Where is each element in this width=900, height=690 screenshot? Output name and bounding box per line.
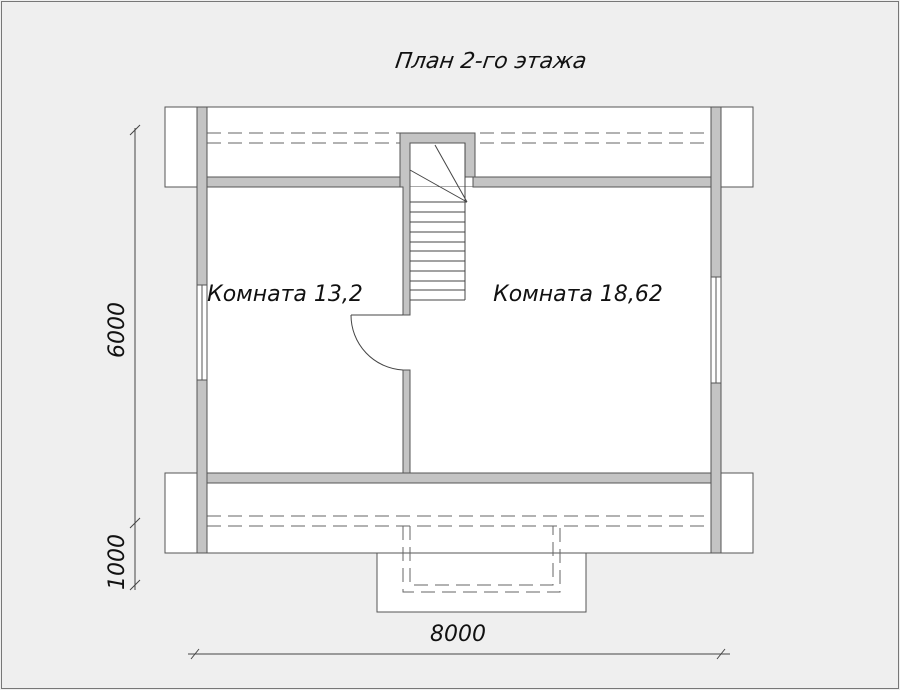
room-label-large: Комната 18,62 [493,282,663,307]
middle-wall-lower [402,369,411,474]
left-wall-lower [196,379,208,554]
right-wall-lower [710,382,722,554]
top-roof-band [164,106,754,188]
top-wall-right [472,176,712,188]
porch [376,552,587,613]
plan-title: План 2-го этажа [394,48,589,74]
staircase [409,143,468,301]
dimension-height-porch: 1000 [105,534,130,590]
left-wall-upper [196,106,208,286]
room-label-small: Комната 13,2 [207,282,363,307]
bottom-roof-band [164,472,754,554]
stair-enclosure [399,132,476,316]
right-wall-upper [710,106,722,278]
right-window [710,276,722,384]
left-window [196,284,208,381]
dimension-lines [129,124,730,660]
door [350,314,404,371]
top-wall-left [206,176,404,188]
walls [196,106,722,554]
rooms-area [207,187,711,473]
dimension-width: 8000 [430,622,486,647]
dimension-height-main: 6000 [105,302,130,358]
bottom-wall [206,472,712,484]
